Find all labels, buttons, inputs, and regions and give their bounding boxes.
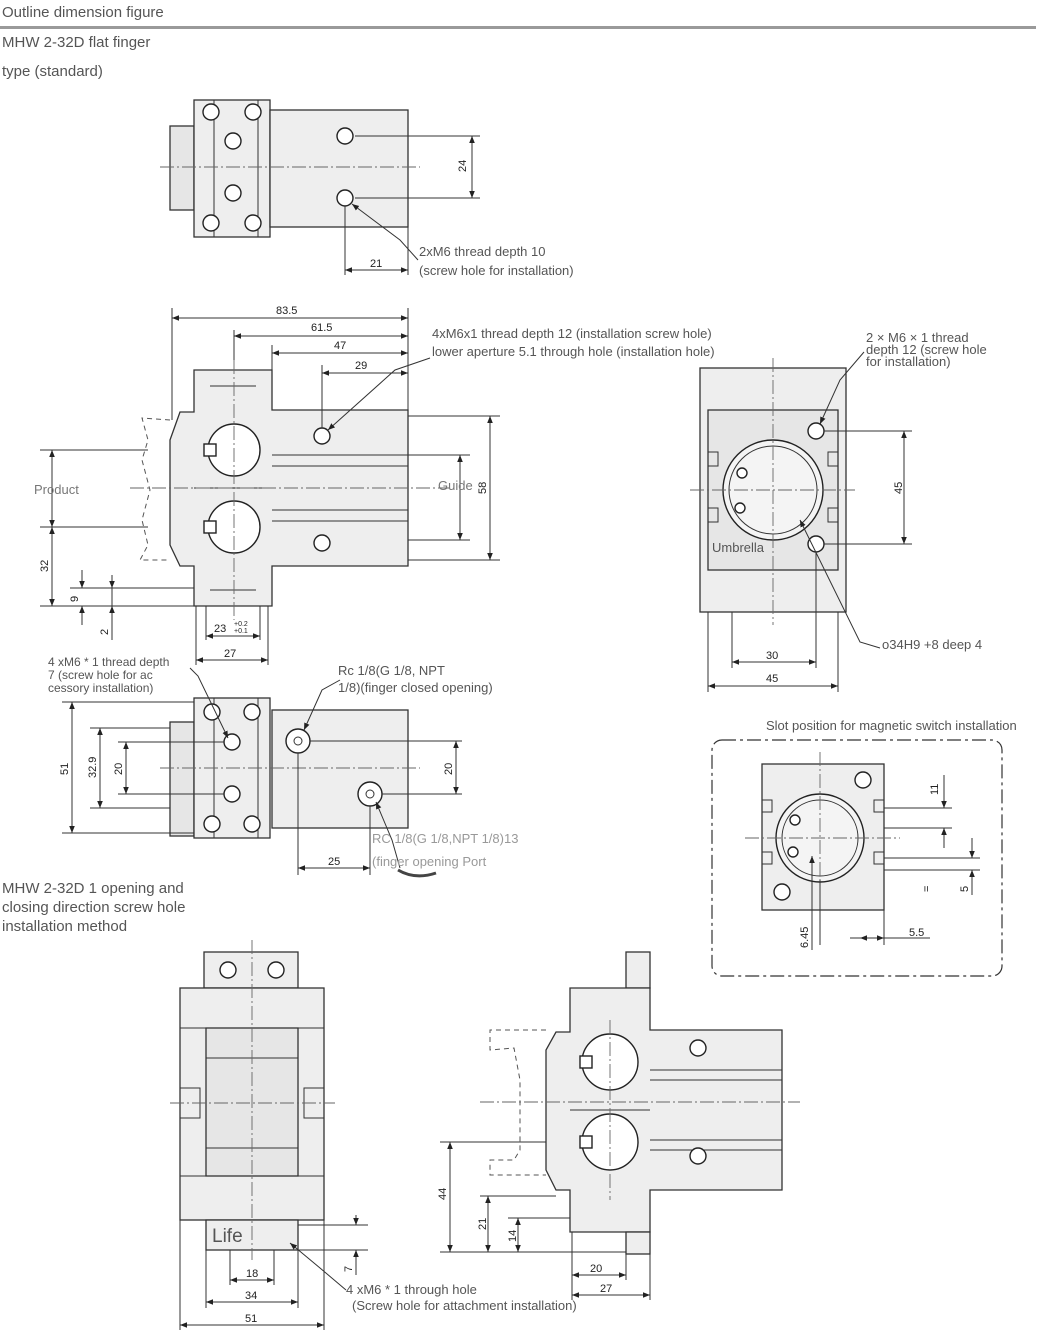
label-life: Life xyxy=(212,1226,243,1247)
dim-23: 23 xyxy=(214,623,226,635)
dim-51: 51 xyxy=(59,763,71,775)
left-note-1: 4 xM6 * 1 thread depth xyxy=(48,655,169,669)
front-view-bottom-right xyxy=(440,951,800,1300)
dim-24: 24 xyxy=(457,160,469,172)
dim-14: 14 xyxy=(507,1230,519,1242)
dim-83-5: 83.5 xyxy=(276,305,297,317)
section2-line-2: closing direction screw hole xyxy=(2,899,186,916)
dim-equal: = xyxy=(921,886,933,892)
right-note-3: for installation) xyxy=(866,354,951,369)
dim-27-bottom: 27 xyxy=(600,1283,612,1295)
bore-note: o34H9 +8 deep 4 xyxy=(882,637,982,652)
dim-44: 44 xyxy=(437,1188,449,1200)
slot-detail-view xyxy=(711,739,1003,977)
rc2-note-2: (finger opening Port xyxy=(372,854,487,869)
dim-51-bottom: 51 xyxy=(245,1313,257,1325)
bottom-note-1: 4 xM6 * 1 through hole xyxy=(346,1282,477,1297)
model-line-1: MHW 2-32D flat finger xyxy=(2,34,151,51)
dim-21-bottom: 21 xyxy=(477,1218,489,1230)
dim-47: 47 xyxy=(334,340,346,352)
top-note-2: (screw hole for installation) xyxy=(419,263,574,278)
bottom-view xyxy=(62,667,462,878)
section2-line-1: MHW 2-32D 1 opening and xyxy=(2,880,184,897)
model-line-2: type (standard) xyxy=(2,63,103,80)
section2-line-3: installation method xyxy=(2,918,128,935)
bottom-note-2: (Screw hole for attachment installation) xyxy=(352,1298,577,1313)
title-rule xyxy=(0,26,1036,29)
slot-title: Slot position for magnetic switch instal… xyxy=(766,718,1017,733)
mid-note-1: 4xM6x1 thread depth 12 (installation scr… xyxy=(432,326,712,341)
figure-title: Outline dimension figure xyxy=(2,4,164,21)
dim-58: 58 xyxy=(477,482,489,494)
dim-25: 25 xyxy=(328,856,340,868)
dim-34: 34 xyxy=(245,1290,257,1302)
dim-29: 29 xyxy=(355,360,367,372)
dim-11: 11 xyxy=(929,784,941,795)
dim-32-9: 32.9 xyxy=(87,757,99,778)
dim-20-bottom: 20 xyxy=(590,1263,602,1275)
dim-7: 7 xyxy=(343,1266,355,1272)
dim-20-left: 20 xyxy=(113,763,125,775)
top-view xyxy=(160,99,480,275)
dim-61-5: 61.5 xyxy=(311,322,332,334)
rc-note-2: 1/8)(finger closed opening) xyxy=(338,680,493,695)
mid-note-2: lower aperture 5.1 through hole (install… xyxy=(432,344,715,359)
dim-2: 2 xyxy=(99,629,111,635)
side-view xyxy=(690,351,912,692)
dim-21: 21 xyxy=(370,258,382,270)
left-note-2: 7 (screw hole for ac xyxy=(48,668,153,682)
dim-45-vertical: 45 xyxy=(893,482,905,494)
dim-20-right: 20 xyxy=(443,763,455,775)
rc2-note-1: RC 1/8(G 1/8,NPT 1/8)13 xyxy=(372,831,518,846)
dim-5-5: 5.5 xyxy=(909,927,924,939)
dim-27: 27 xyxy=(224,648,236,660)
left-note-3: cessory installation) xyxy=(48,681,153,695)
right-note-1: 2 × M6 × 1 thread xyxy=(866,330,969,345)
rc-note-1: Rc 1/8(G 1/8, NPT xyxy=(338,663,445,678)
dim-23-tol-dn: +0.1 xyxy=(234,628,248,635)
right-note-2: depth 12 (screw hole xyxy=(866,342,987,357)
dim-18: 18 xyxy=(246,1268,258,1280)
dim-6-45: 6.45 xyxy=(799,927,811,948)
dim-9: 9 xyxy=(69,596,81,602)
dim-23-tol-up: +0.2 xyxy=(234,621,248,628)
dim-45-horizontal: 45 xyxy=(766,673,778,685)
top-note-1: 2xM6 thread depth 10 xyxy=(419,244,545,259)
dim-5: 5 xyxy=(959,886,971,892)
end-view-bottom-left xyxy=(170,940,368,1330)
dim-30: 30 xyxy=(766,650,778,662)
label-umbrella: Umbrella xyxy=(712,540,765,555)
label-product: Product xyxy=(34,482,79,497)
front-view xyxy=(40,308,500,665)
label-guide: Guide xyxy=(438,478,473,493)
dim-32: 32 xyxy=(39,560,51,572)
